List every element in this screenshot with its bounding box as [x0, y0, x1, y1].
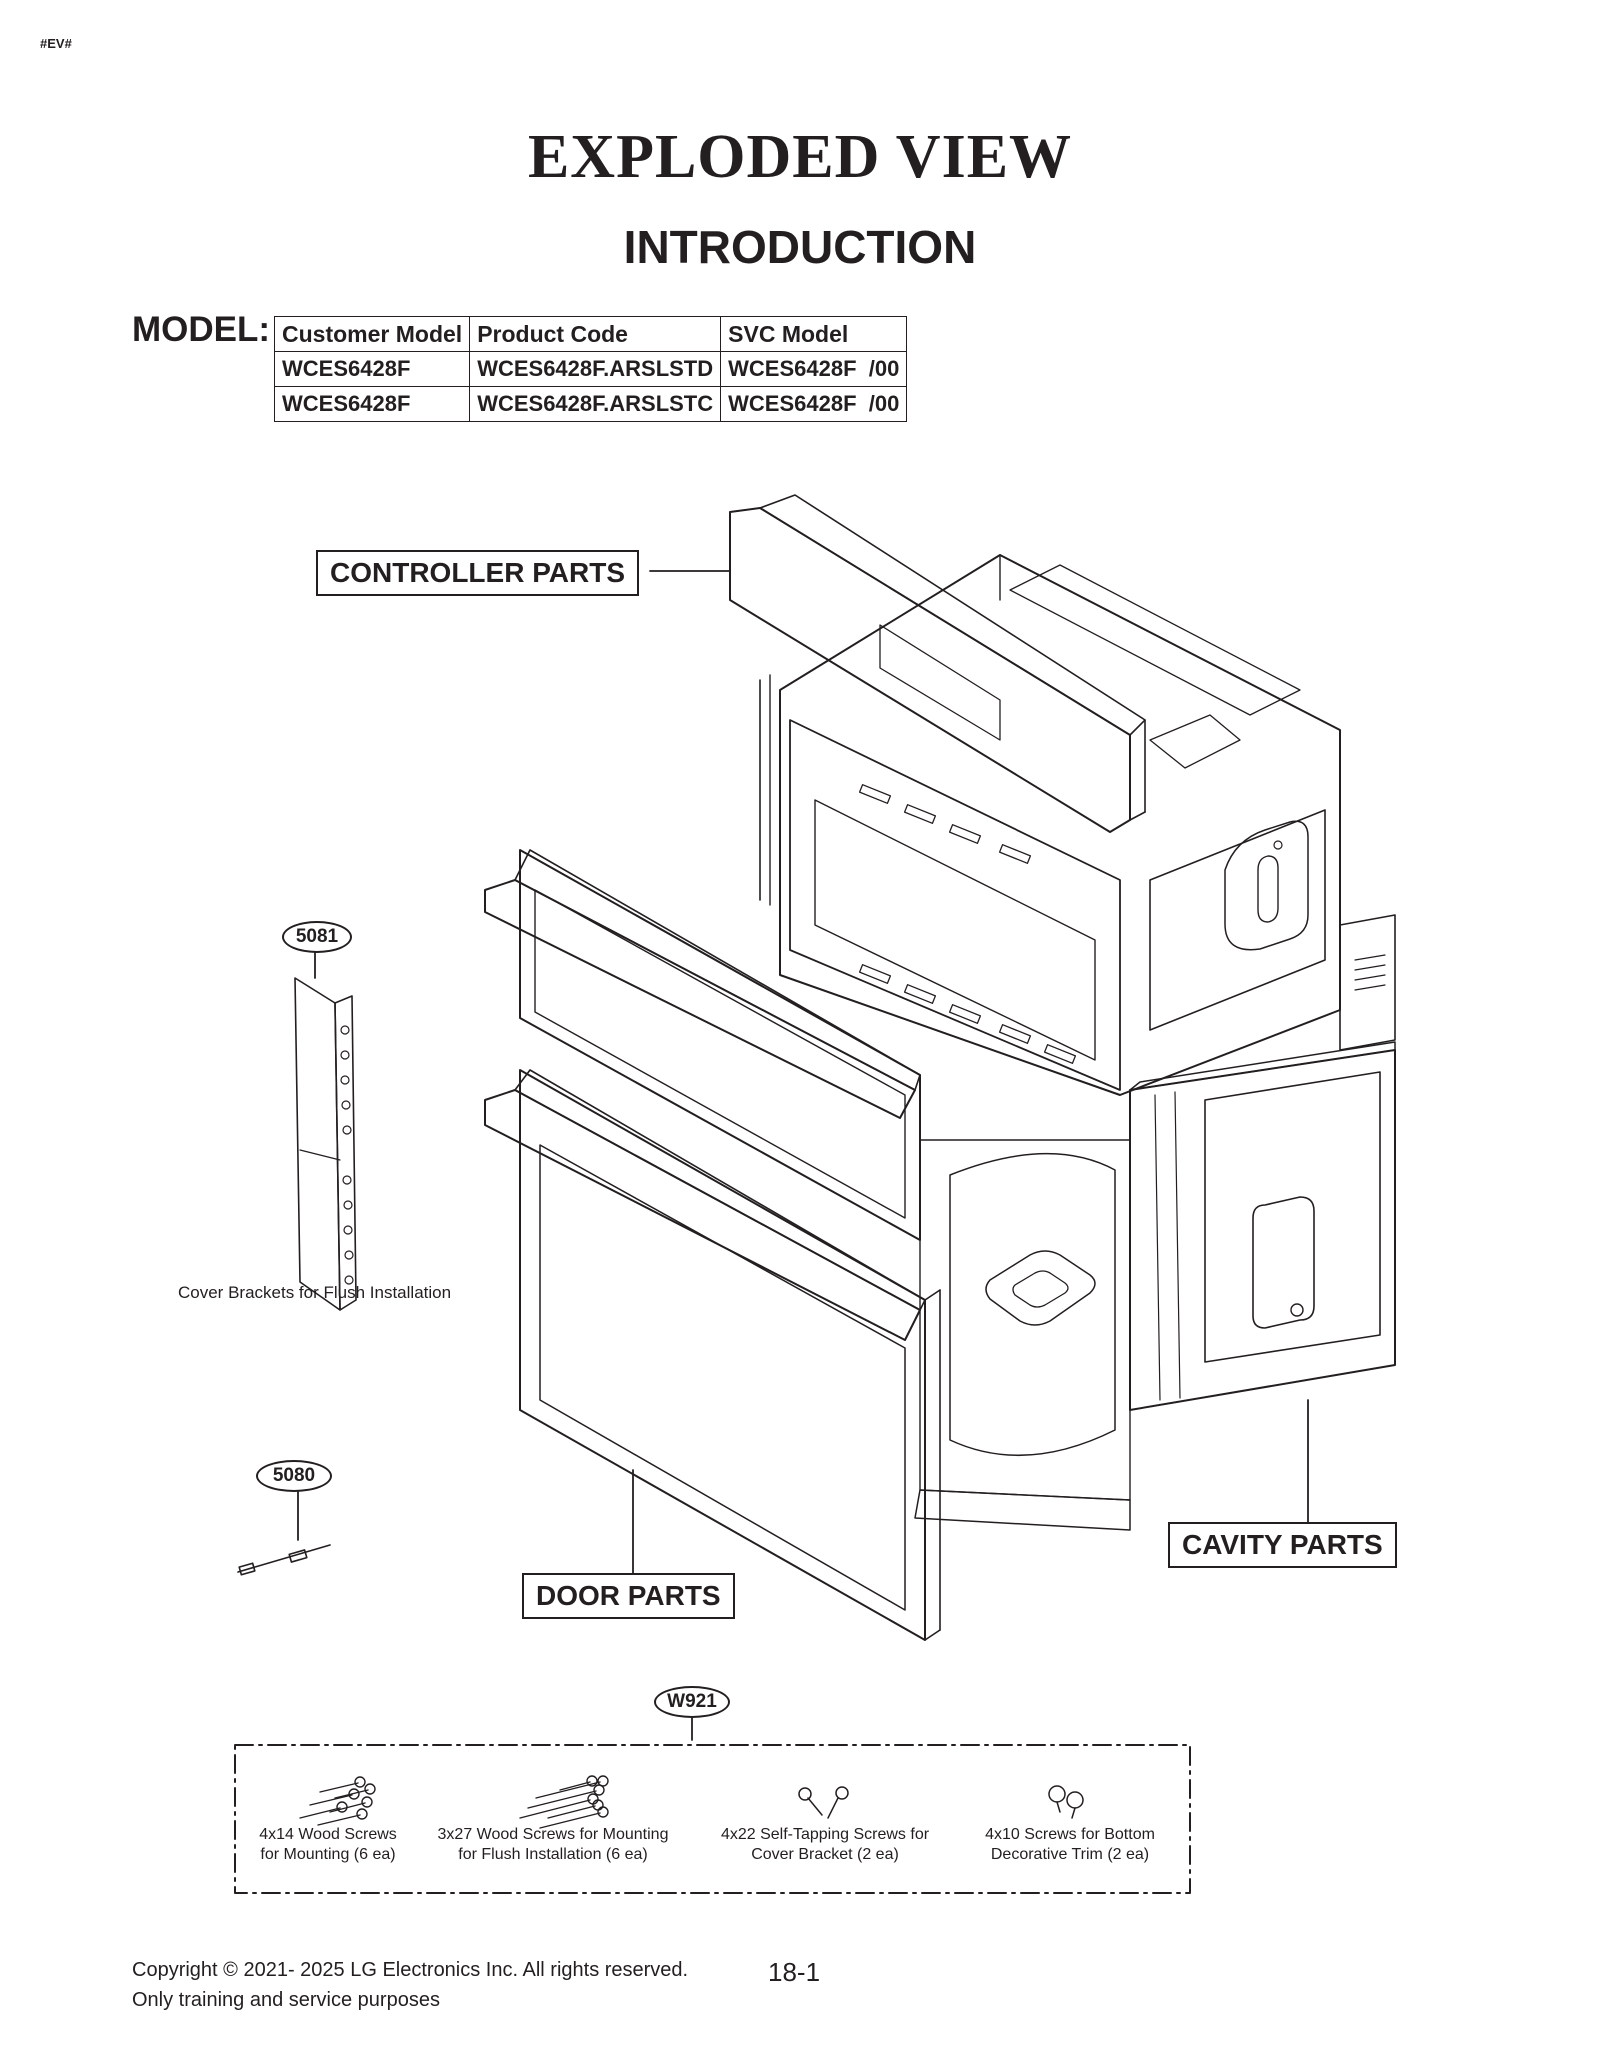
document-tag: #EV# — [40, 36, 72, 51]
self-tapping-screw-icon — [798, 1786, 849, 1819]
table-cell: WCES6428F — [273, 386, 471, 422]
part-w921-label: W921 — [654, 1686, 730, 1718]
table-header-row: Customer Model Product Code SVC Model — [273, 316, 908, 352]
model-table: Customer Model Product Code SVC Model WC… — [273, 316, 908, 422]
screw-caption-line: for Mounting (6 ea) — [260, 1846, 396, 1863]
screw-caption-line: 4x14 Wood Screws — [259, 1826, 397, 1843]
cavity-housing — [1129, 914, 1396, 1411]
door-parts-callout[interactable]: DOOR PARTS — [522, 1573, 735, 1619]
screw-caption-line: 3x27 Wood Screws for Mounting — [437, 1826, 669, 1843]
controller-parts-callout[interactable]: CONTROLLER PARTS — [316, 550, 640, 596]
upper-oven-body — [759, 554, 1341, 1096]
part-5081-label: 5081 — [282, 921, 352, 953]
screw-caption-2: 3x27 Wood Screws for Mounting for Flush … — [418, 1825, 688, 1865]
wood-screw-cluster-icon — [299, 1776, 376, 1826]
long-wood-screw-cluster-icon — [519, 1775, 609, 1829]
screw-caption-1: 4x14 Wood Screws for Mounting (6 ea) — [228, 1825, 428, 1865]
footer-text: Copyright © 2021- 2025 LG Electronics In… — [132, 1955, 688, 2015]
part-5080-label: 5080 — [256, 1460, 332, 1492]
part-5081-caption: Cover Brackets for Flush Installation — [178, 1283, 452, 1302]
column-header: Customer Model — [273, 316, 471, 352]
table-cell: WCES6428F /00 — [720, 351, 908, 387]
screw-caption-4: 4x10 Screws for Bottom Decorative Trim (… — [960, 1825, 1180, 1865]
probe-wire — [237, 1544, 331, 1576]
screw-caption-3: 4x22 Self-Tapping Screws for Cover Brack… — [700, 1825, 950, 1865]
screw-caption-line: for Flush Installation (6 ea) — [458, 1846, 648, 1863]
model-label: MODEL: — [132, 310, 271, 349]
leader-lines — [297, 570, 1309, 1741]
cover-bracket — [294, 977, 357, 1311]
lower-oven-cavity — [914, 1139, 1131, 1531]
short-screw-icon — [1048, 1785, 1084, 1819]
usage-note: Only training and service purposes — [132, 1989, 440, 2011]
screw-caption-line: Decorative Trim (2 ea) — [990, 1846, 1150, 1863]
upper-door — [484, 849, 921, 1241]
lower-door — [484, 1069, 941, 1641]
page-title: EXPLODED VIEW — [527, 123, 1073, 191]
copyright-text: Copyright © 2021- 2025 LG Electronics In… — [132, 1959, 689, 1981]
table-cell: WCES6428F /00 — [720, 386, 908, 422]
table-cell: WCES6428F.ARSLSTC — [469, 386, 722, 422]
screw-caption-line: 4x22 Self-Tapping Screws for — [720, 1826, 930, 1843]
table-row: WCES6428F WCES6428F.ARSLSTC WCES6428F /0… — [273, 386, 908, 422]
screw-kit-box — [234, 1744, 1191, 1894]
screw-caption-line: 4x10 Screws for Bottom — [985, 1826, 1155, 1843]
cavity-parts-callout[interactable]: CAVITY PARTS — [1168, 1522, 1397, 1568]
control-panel — [729, 494, 1146, 833]
page-number: 18-1 — [768, 1957, 821, 1987]
screw-caption-line: Cover Bracket (2 ea) — [751, 1846, 899, 1863]
column-header: Product Code — [469, 316, 722, 352]
page-subtitle: INTRODUCTION — [623, 221, 977, 273]
